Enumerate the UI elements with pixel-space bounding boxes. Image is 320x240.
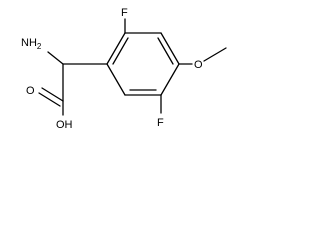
- ring-inner-double-2: [157, 37, 174, 65]
- ring-bond-3: [160, 32, 180, 65]
- carbonyl-oxygen-label: O: [26, 85, 35, 97]
- ring-inner-double-1: [112, 37, 129, 65]
- amine-label-subscript: 2: [37, 42, 42, 51]
- hydroxyl-label: OH: [56, 119, 73, 131]
- bond-amine-alpha: [47, 51, 64, 65]
- bond-carbonyl-double-a: [41, 87, 64, 102]
- ring-bond-4: [160, 63, 180, 96]
- ring-bond-1: [106, 32, 126, 65]
- ether-oxygen-label: O: [194, 59, 203, 71]
- fluorine-top-label: F: [121, 7, 128, 19]
- amine-label-main: NH: [21, 37, 37, 49]
- ring-bond-6: [106, 63, 126, 96]
- fluorine-bottom-label: F: [157, 117, 164, 129]
- bond-carbonyl-double-b: [38, 92, 61, 107]
- structure-diagram: NH2 O OH F F O: [21, 7, 227, 131]
- bond-ether-methyl: [203, 47, 227, 62]
- amine-label: NH2: [21, 37, 42, 51]
